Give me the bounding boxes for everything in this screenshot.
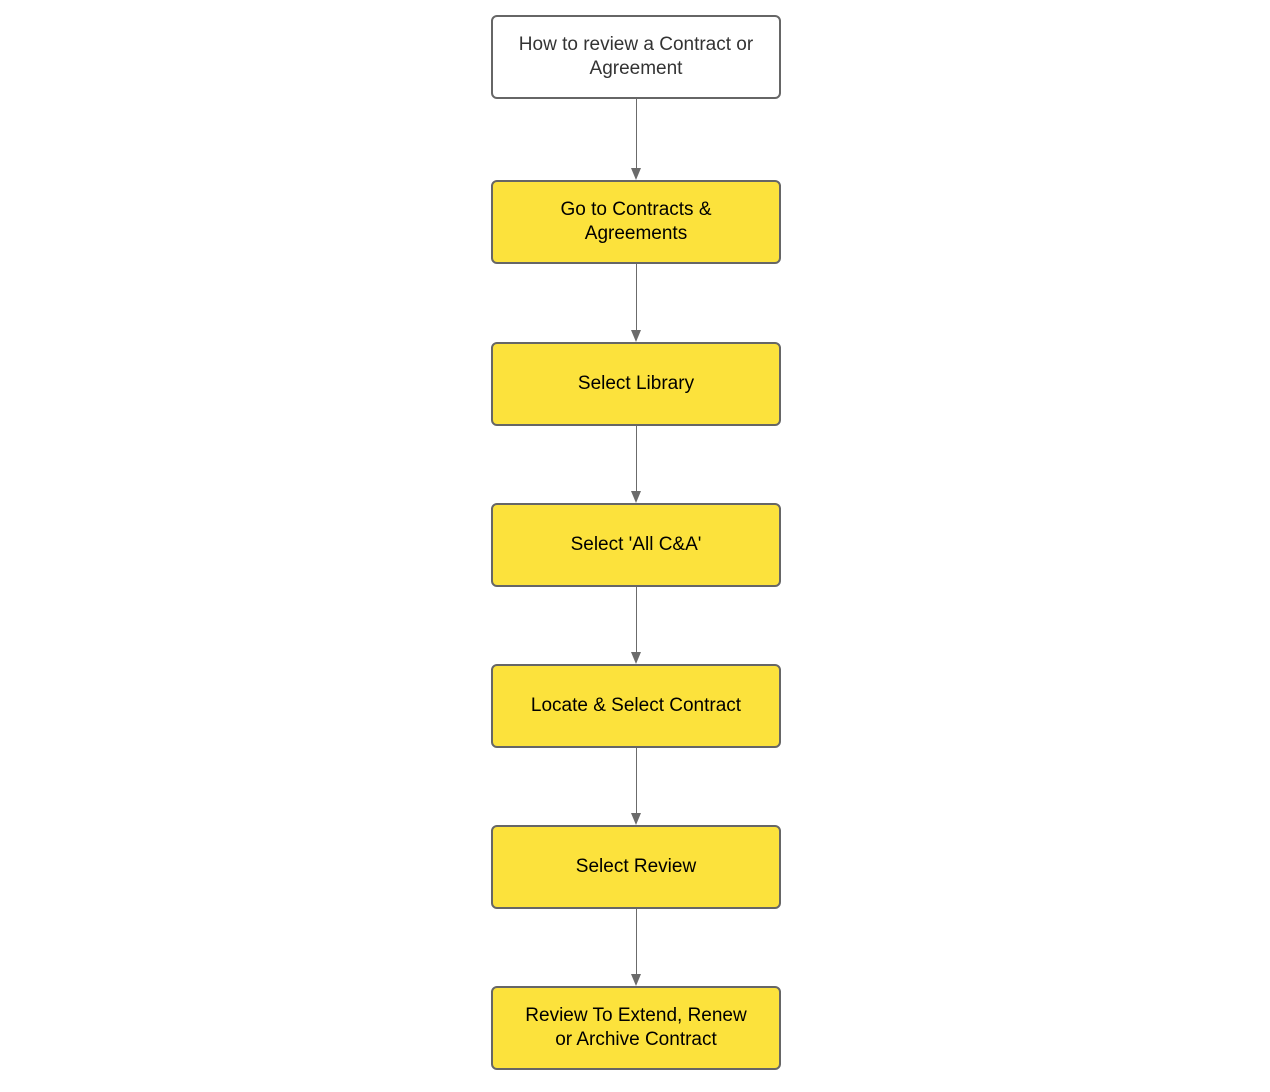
flowchart-node-step-3: Select 'All C&A' xyxy=(491,503,781,587)
connector-line xyxy=(635,264,637,331)
connector-line xyxy=(635,909,637,975)
flowchart-node-start: How to review a Contract or Agreement xyxy=(491,15,781,99)
connector-arrow xyxy=(631,426,641,503)
connector-line xyxy=(635,748,637,814)
connector-line xyxy=(635,587,637,653)
connector-line xyxy=(635,99,637,169)
connector-arrow xyxy=(631,587,641,664)
flowchart-node-step-5: Select Review xyxy=(491,825,781,909)
flowchart-node-step-2: Select Library xyxy=(491,342,781,426)
arrowhead-icon xyxy=(631,652,641,664)
arrowhead-icon xyxy=(631,330,641,342)
arrowhead-icon xyxy=(631,168,641,180)
flowchart-node-step-4: Locate & Select Contract xyxy=(491,664,781,748)
arrowhead-icon xyxy=(631,974,641,986)
flowchart-node-step-1: Go to Contracts & Agreements xyxy=(491,180,781,264)
connector-line xyxy=(635,426,637,492)
connector-arrow xyxy=(631,748,641,825)
connector-arrow xyxy=(631,264,641,342)
connector-arrow xyxy=(631,909,641,986)
flowchart-node-step-6: Review To Extend, Renew or Archive Contr… xyxy=(491,986,781,1070)
arrowhead-icon xyxy=(631,491,641,503)
connector-arrow xyxy=(631,99,641,180)
arrowhead-icon xyxy=(631,813,641,825)
